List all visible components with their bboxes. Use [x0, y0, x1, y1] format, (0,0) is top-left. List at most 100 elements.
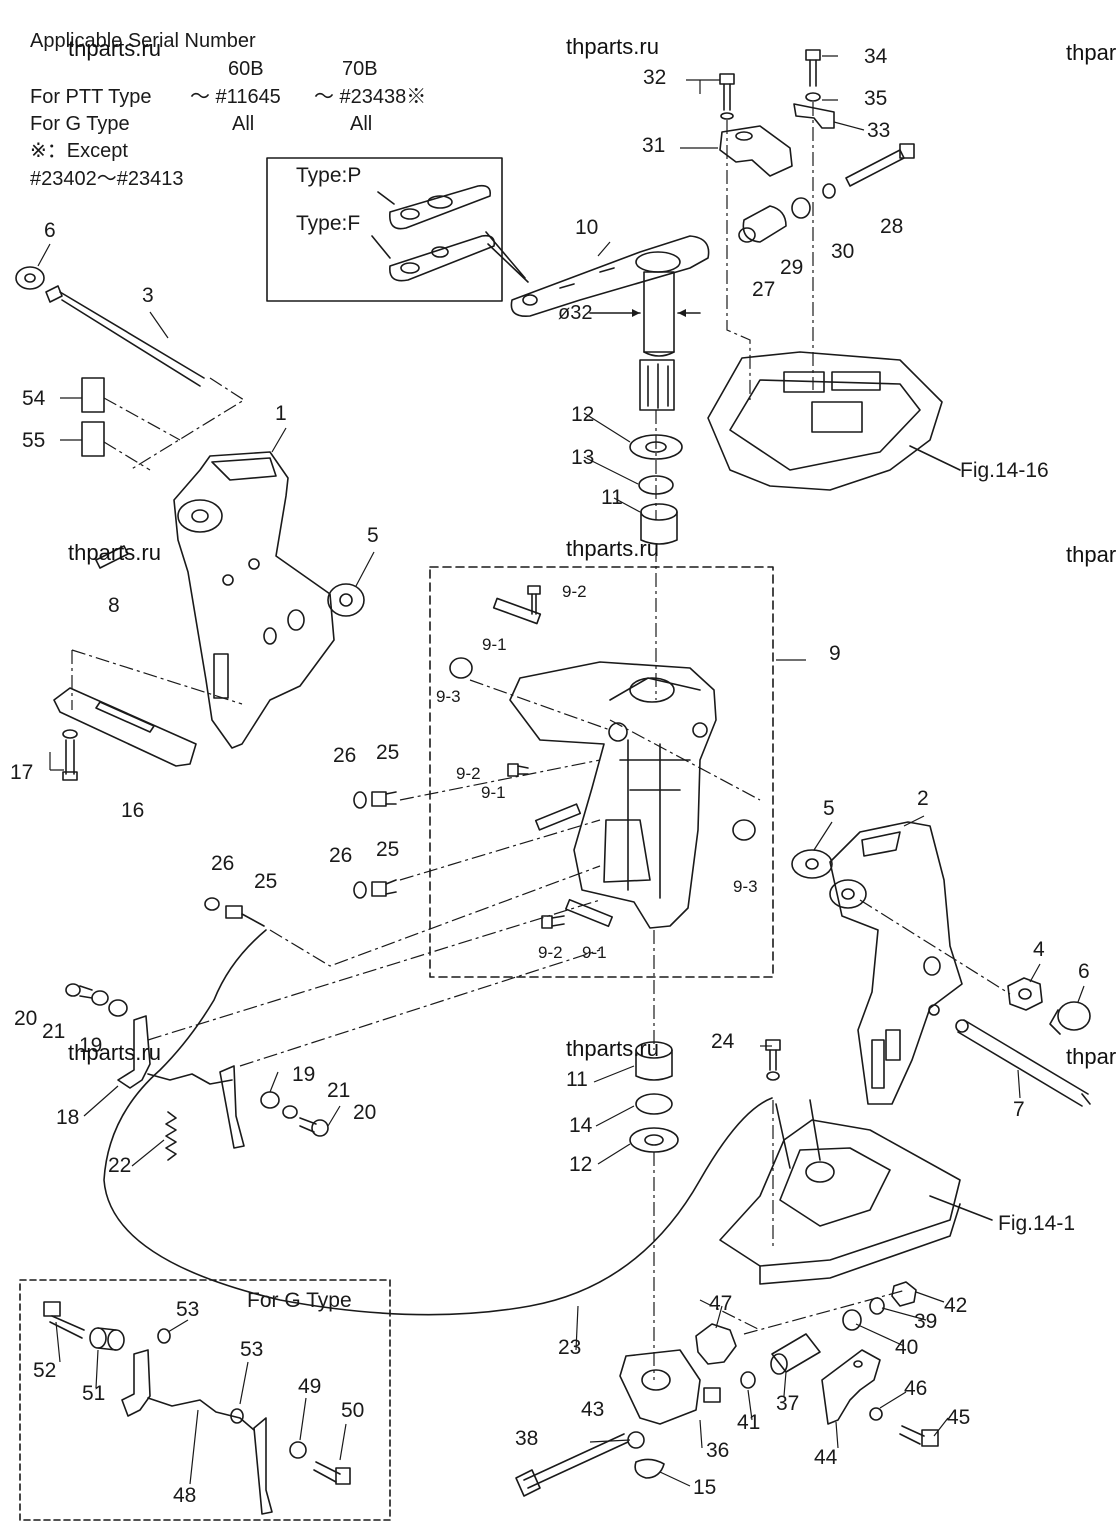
callout: 20 — [353, 1101, 376, 1124]
bolt-52-icon — [43, 1301, 85, 1339]
callout: 17 — [10, 761, 33, 784]
callout: 3 — [142, 284, 154, 307]
callout: 36 — [706, 1439, 729, 1462]
clamp-31-icon — [719, 125, 793, 177]
callout: 9-3 — [733, 877, 758, 896]
fitting-25-26-lower-icon — [204, 897, 265, 927]
g-type-inset-box — [19, 1279, 391, 1521]
callout: 46 — [904, 1377, 927, 1400]
ptt-type-label: For PTT Type — [30, 86, 152, 108]
callout: 8 — [108, 594, 120, 617]
bolt-34-icon — [805, 49, 821, 102]
callout-leaders — [37, 55, 1085, 1487]
watermark-partial: thpar — [1066, 1044, 1117, 1069]
swivel-bracket-9-box — [429, 566, 774, 978]
serial-number-title: Applicable Serial Number — [30, 30, 256, 52]
bushing-19-left-icon — [108, 999, 128, 1017]
diameter-dimension: ø32 — [558, 302, 592, 324]
upper-housing-icon — [707, 351, 943, 491]
callout: 2 — [917, 787, 929, 810]
except-note-label: ※：Except — [30, 140, 128, 162]
spring-22-icon — [165, 1111, 177, 1161]
callout: 9-3 — [436, 687, 461, 706]
callout: 24 — [711, 1030, 735, 1053]
callout: 38 — [515, 1427, 538, 1450]
callout: 25 — [376, 838, 399, 861]
callout: 7 — [1013, 1098, 1025, 1121]
callout: 25 — [254, 870, 277, 893]
plate-33-icon — [793, 103, 835, 129]
bolt-24-icon — [765, 1039, 781, 1081]
dimension-arrows — [632, 309, 686, 317]
washer-29-icon — [791, 197, 811, 219]
bolt-28-icon — [845, 143, 915, 187]
pin-9-1-bottom-icon — [565, 898, 613, 928]
callout: 27 — [752, 278, 775, 301]
watermark: thparts.ru — [566, 1036, 659, 1061]
callout: 11 — [601, 486, 623, 509]
clamp-bracket-2-icon — [829, 821, 963, 1105]
ptt-60b-serial: ～ #11645 — [190, 86, 281, 108]
callout: 25 — [376, 741, 399, 764]
tilt-rod-7-icon — [955, 1019, 1091, 1107]
swivel-bracket-icon — [509, 661, 717, 929]
bolt-20-right-icon — [299, 1117, 329, 1137]
mount-27-icon — [738, 205, 787, 243]
callout: 21 — [327, 1079, 350, 1102]
callout: 11 — [566, 1068, 588, 1091]
callout: 16 — [121, 799, 144, 822]
callout: 29 — [780, 256, 803, 279]
callout: 19 — [79, 1034, 102, 1057]
bolt-9-2-bottom-icon — [541, 915, 565, 929]
bushing-19-right-icon — [260, 1091, 280, 1109]
pin-8-icon — [95, 545, 129, 569]
callout: 30 — [831, 240, 854, 263]
stopper-47-icon — [695, 1323, 737, 1365]
callout: 31 — [642, 134, 665, 157]
callout: 32 — [643, 66, 666, 89]
bracket-36-icon — [619, 1349, 721, 1425]
callout-labels: 1 2 3 4 5 5 6 6 7 8 9 9-1 9-1 9-1 9-2 9-… — [10, 45, 1090, 1507]
fitting-25-26-upper-icon — [353, 791, 397, 809]
callout: 5 — [823, 797, 835, 820]
callout: 53 — [176, 1298, 199, 1321]
lower-housing-icon — [719, 1099, 961, 1285]
callout: 33 — [867, 119, 890, 142]
watermark-partial: thpar — [1066, 542, 1117, 567]
callout: 5 — [367, 524, 379, 547]
callout: 15 — [693, 1476, 716, 1499]
callout: 6 — [1078, 960, 1090, 983]
g-70b-serial: All — [350, 113, 373, 135]
watermark: thparts.ru — [68, 540, 161, 565]
callout: 37 — [776, 1392, 799, 1415]
g-type-label: For G Type — [30, 113, 130, 135]
callout: 9-2 — [562, 582, 587, 601]
ptt-70b-serial: ～ #23438※ — [314, 86, 427, 108]
nut-42-icon — [891, 1281, 917, 1307]
callout: 49 — [298, 1375, 321, 1398]
bolt-32-icon — [719, 73, 735, 120]
callout: 44 — [814, 1446, 838, 1469]
washer-5-left-icon — [327, 583, 365, 617]
pin-9-1-mid-icon — [534, 803, 582, 831]
bushing-9-3-right-icon — [732, 819, 756, 841]
washer-53-lower-icon — [230, 1408, 244, 1424]
callout: 12 — [571, 403, 594, 426]
callout: 45 — [947, 1406, 970, 1429]
plate-16-icon — [53, 687, 197, 767]
assembly-center-lines — [71, 102, 1011, 1380]
callout: 9-1 — [582, 943, 607, 962]
callout: 40 — [895, 1336, 918, 1359]
washer-12-lower-icon — [629, 1127, 679, 1153]
callout: 35 — [864, 87, 887, 110]
callout: 26 — [329, 844, 352, 867]
callout: 34 — [864, 45, 888, 68]
callout: 10 — [575, 216, 598, 239]
callout: 52 — [33, 1359, 56, 1382]
callout: 54 — [22, 387, 46, 410]
fitting-25-26-middle-icon — [353, 879, 397, 899]
clip-15-icon — [634, 1458, 665, 1479]
cap-nut-6-right-icon — [1049, 1001, 1091, 1035]
watermark: thparts.ru — [566, 34, 659, 59]
